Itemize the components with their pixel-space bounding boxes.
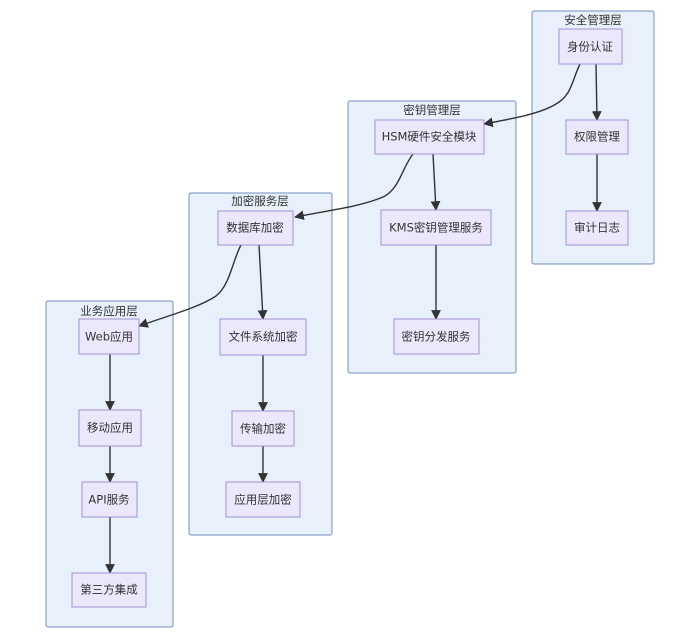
cluster-label-encryption-service: 加密服务层 (231, 194, 289, 208)
node-label-application-layer-encryption: 应用层加密 (234, 493, 292, 507)
node-label-kms: KMS密钥管理服务 (389, 221, 483, 235)
node-label-database-encryption: 数据库加密 (226, 221, 284, 235)
node-mobile-app: 移动应用 (78, 409, 142, 447)
edge-auth-to-hsm (483, 63, 581, 128)
node-transport-encryption: 传输加密 (231, 410, 295, 447)
node-third-party-integration: 第三方集成 (71, 572, 147, 608)
node-hsm: HSM硬件安全模块 (374, 119, 485, 155)
edge-auth-to-perm (591, 63, 602, 121)
node-web-app: Web应用 (78, 318, 140, 355)
node-label-third-party-integration: 第三方集成 (80, 583, 138, 597)
node-label-transport-encryption: 传输加密 (240, 422, 286, 436)
edge-dbenc-to-fsenc (257, 244, 268, 320)
cluster-label-business-application: 业务应用层 (80, 304, 138, 318)
cluster-encryption-service: 加密服务层 (188, 192, 333, 536)
node-label-permission-management: 权限管理 (574, 130, 620, 144)
node-label-identity-auth: 身份认证 (567, 40, 613, 54)
node-filesystem-encryption: 文件系统加密 (219, 318, 307, 356)
node-label-audit-log: 审计日志 (574, 221, 620, 235)
edge-hsm-to-kms (430, 153, 441, 211)
node-label-web-app: Web应用 (85, 330, 133, 344)
node-label-mobile-app: 移动应用 (87, 421, 133, 435)
node-audit-log: 审计日志 (565, 210, 629, 246)
edge-hsm-to-dbenc (294, 153, 414, 221)
node-api-service: API服务 (81, 481, 138, 518)
node-label-hsm: HSM硬件安全模块 (382, 130, 477, 144)
edge-dbenc-to-web (138, 244, 242, 328)
cluster-label-key-management: 密钥管理层 (403, 103, 461, 117)
node-label-api-service: API服务 (88, 493, 130, 507)
node-identity-auth: 身份认证 (558, 28, 623, 65)
node-database-encryption: 数据库加密 (217, 210, 294, 246)
node-application-layer-encryption: 应用层加密 (225, 481, 301, 518)
node-label-key-distribution: 密钥分发服务 (402, 330, 471, 344)
cluster-label-security: 安全管理层 (564, 13, 622, 27)
node-label-filesystem-encryption: 文件系统加密 (229, 330, 298, 344)
edges (105, 63, 602, 574)
node-key-distribution: 密钥分发服务 (393, 318, 480, 355)
node-permission-management: 权限管理 (565, 119, 629, 155)
node-kms: KMS密钥管理服务 (380, 209, 492, 246)
